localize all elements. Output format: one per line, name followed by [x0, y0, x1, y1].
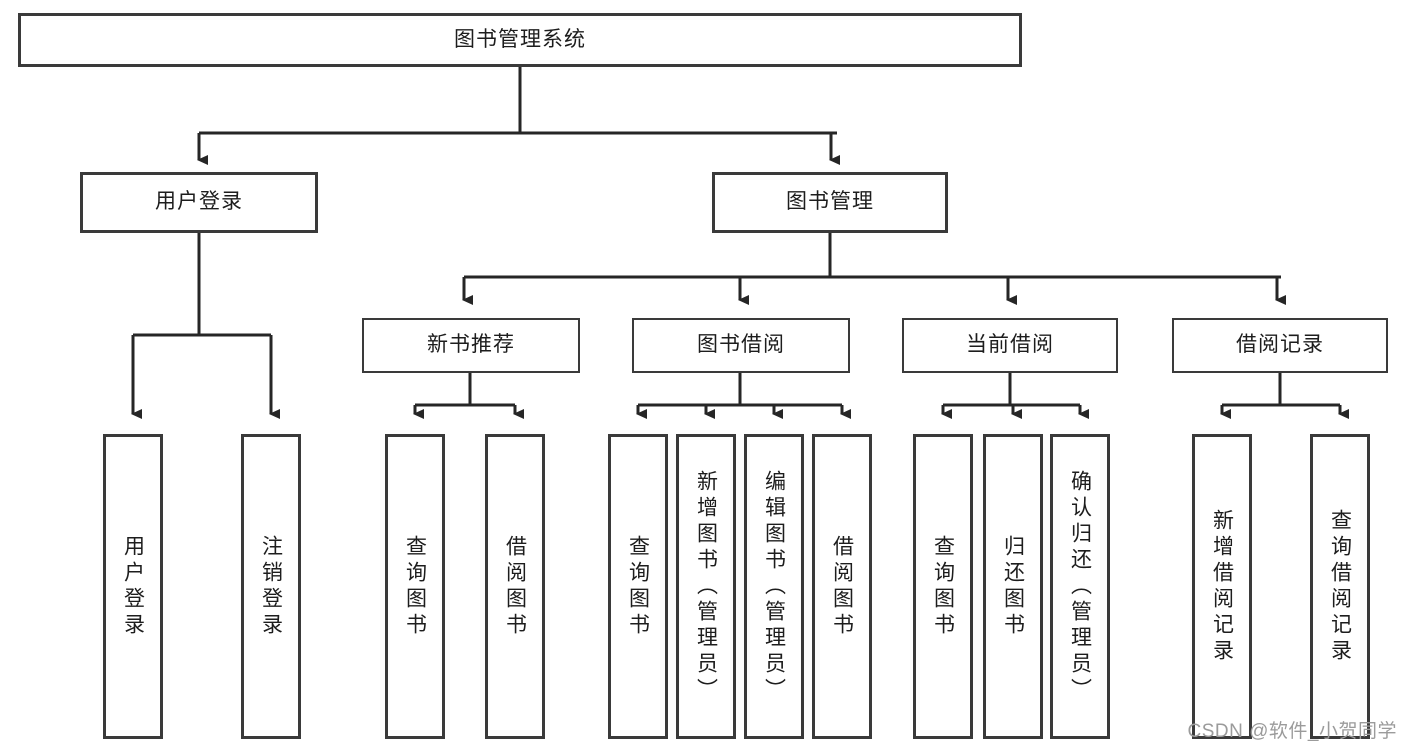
leaf-record-query-record[interactable]: 查询借阅记录: [1310, 434, 1370, 739]
node-new-book-recommend[interactable]: 新书推荐: [362, 318, 580, 373]
node-book-management[interactable]: 图书管理: [712, 172, 948, 233]
node-borrow-record[interactable]: 借阅记录: [1172, 318, 1388, 373]
leaf-borrow-query-book[interactable]: 查询图书: [608, 434, 668, 739]
leaf-borrow-add-book-admin[interactable]: 新增图书（管理员）: [676, 434, 736, 739]
node-label: 当前借阅: [966, 333, 1054, 357]
leaf-borrow-borrow-book[interactable]: 借阅图书: [812, 434, 872, 739]
node-label: 图书管理系统: [454, 27, 586, 51]
node-label: 用户登录: [155, 190, 243, 214]
node-label: 归还图书: [1001, 534, 1025, 639]
leaf-recommend-borrow-book[interactable]: 借阅图书: [485, 434, 545, 739]
node-label: 图书借阅: [697, 333, 785, 357]
node-label: 编辑图书（管理员）: [762, 469, 786, 704]
leaf-record-add-record[interactable]: 新增借阅记录: [1192, 434, 1252, 739]
node-label: 注销登录: [259, 534, 283, 639]
watermark: CSDN @软件_小贺同学: [1187, 721, 1397, 742]
node-root-book-management-system[interactable]: 图书管理系统: [18, 13, 1022, 67]
leaf-user-login-login[interactable]: 用户登录: [103, 434, 163, 739]
node-label: 新书推荐: [427, 333, 515, 357]
node-label: 查询图书: [626, 534, 650, 639]
leaf-user-login-logout[interactable]: 注销登录: [241, 434, 301, 739]
node-label: 确认归还（管理员）: [1068, 469, 1092, 704]
node-label: 图书管理: [786, 190, 874, 214]
node-label: 查询图书: [931, 534, 955, 639]
leaf-borrow-edit-book-admin[interactable]: 编辑图书（管理员）: [744, 434, 804, 739]
node-label: 借阅记录: [1236, 333, 1324, 357]
leaf-current-return-book[interactable]: 归还图书: [983, 434, 1043, 739]
node-user-login[interactable]: 用户登录: [80, 172, 318, 233]
leaf-current-confirm-return-admin[interactable]: 确认归还（管理员）: [1050, 434, 1110, 739]
node-book-borrow[interactable]: 图书借阅: [632, 318, 850, 373]
node-label: 查询图书: [403, 534, 427, 639]
node-label: 查询借阅记录: [1328, 508, 1352, 665]
node-label: 新增借阅记录: [1210, 508, 1234, 665]
node-current-borrow[interactable]: 当前借阅: [902, 318, 1118, 373]
leaf-current-query-book[interactable]: 查询图书: [913, 434, 973, 739]
node-label: 新增图书（管理员）: [694, 469, 718, 704]
leaf-recommend-query-book[interactable]: 查询图书: [385, 434, 445, 739]
node-label: 借阅图书: [503, 534, 527, 639]
node-label: 用户登录: [121, 534, 145, 639]
node-label: 借阅图书: [830, 534, 854, 639]
